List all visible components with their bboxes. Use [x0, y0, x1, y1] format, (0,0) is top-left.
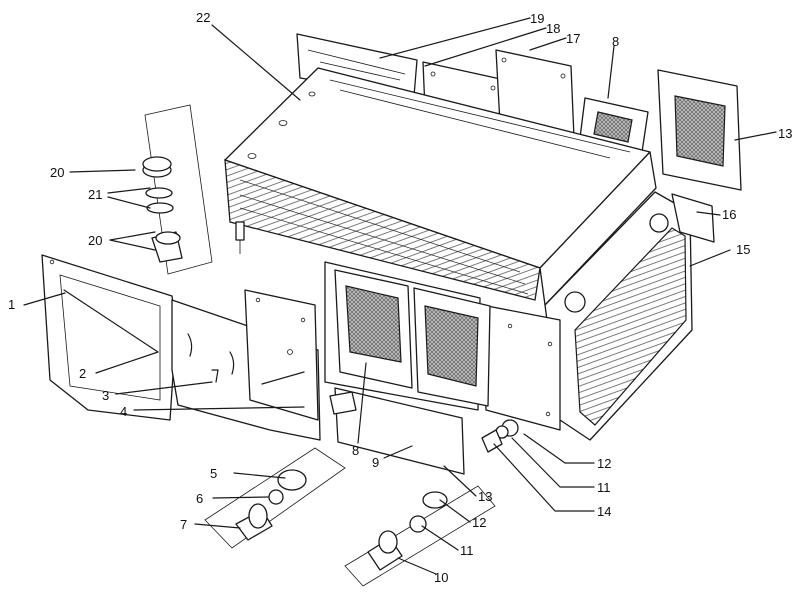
fastener-group-5-6-7: [204, 447, 346, 549]
grille-frame-13-top: [657, 69, 742, 191]
callout-19: 19: [530, 11, 544, 26]
callout-9: 9: [372, 455, 379, 470]
callout-13-bottom: 13: [478, 489, 492, 504]
callout-labels: 22 19 18 17 8 13 16 15 20 21 20 1 2 3 4 …: [8, 10, 792, 585]
fastener-group-14-11-12: [481, 419, 519, 453]
fastener-group-20-21: [142, 104, 213, 275]
side-plate-16: [671, 193, 715, 243]
callout-3: 3: [102, 388, 109, 403]
callout-12-right: 12: [597, 456, 611, 471]
housing-screw: [235, 221, 245, 254]
callout-2: 2: [79, 366, 86, 381]
callout-13-right: 13: [778, 126, 792, 141]
callout-10: 10: [434, 570, 448, 585]
callout-8-top: 8: [612, 34, 619, 49]
callout-17: 17: [566, 31, 580, 46]
lower-side-panel: [481, 304, 561, 431]
callout-12-bottom: 12: [472, 515, 486, 530]
door-panel: [324, 261, 491, 411]
lower-cover-9: [334, 387, 465, 475]
callout-21: 21: [88, 187, 102, 202]
fastener-group-10-11-12: [344, 485, 496, 587]
callout-4: 4: [120, 404, 127, 419]
mounting-plate: [244, 289, 319, 421]
callout-11-bottom: 11: [460, 543, 474, 558]
callout-20-top: 20: [50, 165, 64, 180]
callout-7: 7: [180, 517, 187, 532]
callout-15: 15: [736, 242, 750, 257]
end-panel-1: [41, 254, 177, 421]
callout-8-bottom: 8: [352, 443, 359, 458]
callout-5: 5: [210, 466, 217, 481]
hinge-bracket: [329, 391, 357, 415]
radiator-end-assembly: [544, 191, 693, 441]
callout-6: 6: [196, 491, 203, 506]
callout-20-bottom: 20: [88, 233, 102, 248]
callout-14: 14: [597, 504, 611, 519]
callout-16: 16: [722, 207, 736, 222]
callout-1: 1: [8, 297, 15, 312]
leader-lines: [23, 17, 777, 575]
callout-18: 18: [546, 21, 560, 36]
main-housing: [224, 67, 657, 306]
callout-22: 22: [196, 10, 210, 25]
callout-11-right: 11: [597, 480, 611, 495]
